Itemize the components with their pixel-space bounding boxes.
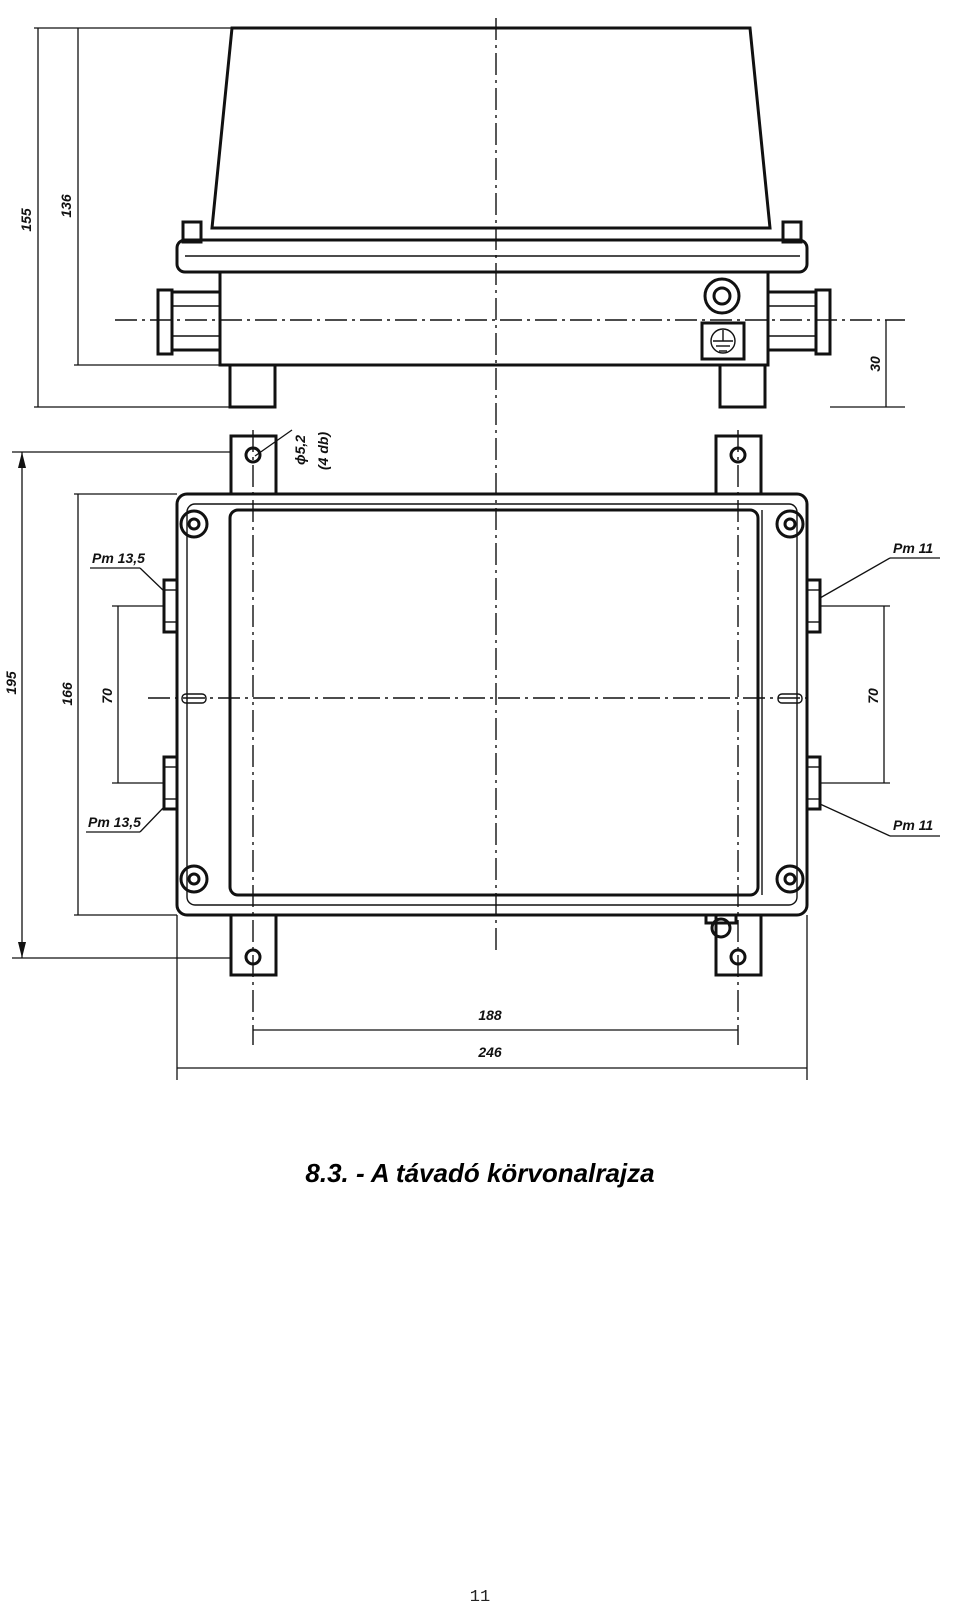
dim-188-label: 188 [478, 1007, 502, 1023]
mounting-hole-count-label: (4 db) [315, 432, 331, 470]
ground-bolt [704, 913, 738, 939]
figure-caption: 8.3. - A távadó körvonalrajza [305, 1158, 655, 1188]
housing-outline [175, 492, 809, 917]
cable-gland-right-lower [805, 755, 822, 811]
ground-symbol-icon [710, 328, 736, 354]
dim-195-label: 195 [3, 671, 19, 695]
cable-gland-right-upper [805, 578, 822, 634]
gland-label-right-lower: Pm 11 [893, 817, 933, 833]
flange [175, 238, 809, 274]
dim-70-right-label: 70 [865, 688, 881, 704]
dim-166-label: 166 [59, 682, 75, 706]
gland-label-left-upper: Pm 13,5 [92, 550, 145, 566]
page-number: 11 [469, 1588, 491, 1607]
cover [210, 26, 772, 230]
corner-screw-tl [179, 509, 209, 539]
dim-155-label: 155 [18, 208, 34, 232]
gland-label-right-upper: Pm 11 [893, 540, 933, 556]
gland-label-left-lower: Pm 13,5 [88, 814, 141, 830]
foot-right [718, 363, 767, 409]
housing-body [218, 272, 770, 367]
cable-gland-left-upper [162, 578, 179, 634]
corner-screw-tr [775, 509, 805, 539]
foot-left [228, 363, 277, 409]
cover-bolt-right [781, 220, 803, 244]
mounting-hole-label: ϕ5,2 [292, 435, 308, 465]
cover-bolt-left [181, 220, 203, 244]
inner-lid [228, 508, 760, 897]
outline-drawing: 155 136 30 ϕ5,2 (4 db) [3, 18, 940, 1080]
corner-screw-br [775, 864, 805, 894]
dim-30-label: 30 [867, 356, 883, 372]
dim-136-label: 136 [58, 194, 74, 218]
corner-screw-bl [179, 864, 209, 894]
dim-246-label: 246 [477, 1044, 502, 1060]
ground-terminal [700, 277, 746, 361]
cable-gland-left-lower [162, 755, 179, 811]
cable-gland-right-side [766, 288, 832, 356]
dim-70-left-label: 70 [99, 688, 115, 704]
slot-left [181, 693, 207, 704]
top-view: Pm 13,5 Pm 13,5 Pm 11 Pm 11 70 70 195 16… [3, 430, 940, 1080]
side-view: 155 136 30 ϕ5,2 (4 db) [18, 18, 905, 950]
cable-gland-left-side [156, 288, 222, 356]
